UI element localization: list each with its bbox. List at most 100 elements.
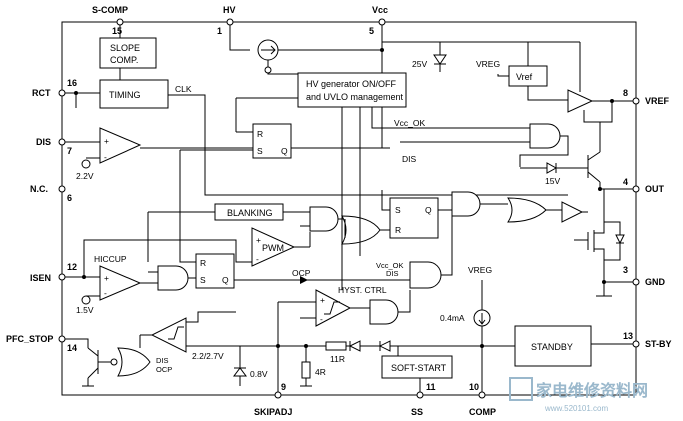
- pin-nc-number: 6: [67, 193, 72, 203]
- zener-15v-label: 15V: [545, 176, 560, 186]
- svg-text:Q: Q: [222, 275, 229, 285]
- svg-text:R: R: [395, 225, 401, 235]
- pin-hv-number: 1: [217, 26, 222, 36]
- and-gate-ff2: [451, 191, 481, 217]
- pin-rct-label: RCT: [32, 88, 51, 98]
- zener-15v: [546, 162, 558, 174]
- and-gate-shutdown: [409, 261, 442, 289]
- nor-in-ocp: OCP: [156, 365, 172, 374]
- timing-block: TIMING: [99, 79, 169, 109]
- hv-gen-line1: HV generator ON/OFF: [306, 79, 397, 89]
- svg-text:R: R: [200, 258, 206, 268]
- svg-text:S: S: [200, 275, 206, 285]
- pin-s-comp-label: S-COMP: [92, 5, 128, 15]
- output-mosfet: [587, 189, 625, 265]
- svg-text:R: R: [257, 129, 263, 139]
- pin-vref[interactable]: VREF 8: [623, 88, 670, 106]
- pin-gnd[interactable]: GND 3: [623, 265, 666, 287]
- pin-rct-number: 16: [67, 78, 77, 88]
- pin-skipadj-number: 9: [281, 382, 286, 392]
- standby-block: STANDBY: [514, 325, 592, 367]
- clk-label: CLK: [175, 84, 192, 94]
- v2227-label: 2.2/2.7V: [192, 351, 224, 361]
- slope-comp-block: SLOPE COMP.: [99, 37, 157, 69]
- pwm-comparator: + - PWM: [251, 227, 296, 267]
- blanking-block: BLANKING: [214, 203, 284, 221]
- flip-flop-3: R S Q: [195, 253, 235, 289]
- watermark: 家电维修资料网 www.520101.com: [509, 377, 648, 413]
- svg-text:Q: Q: [425, 205, 432, 215]
- pin-skipadj[interactable]: SKIPADJ 9: [254, 382, 292, 417]
- pin-skipadj-label: SKIPADJ: [254, 407, 292, 417]
- hyst-ctrl-comparator: + -: [315, 289, 352, 327]
- pin-ss[interactable]: SS 11: [411, 382, 436, 417]
- dis-signal-label: DIS: [402, 154, 417, 164]
- pin-dis[interactable]: DIS 7: [36, 137, 72, 156]
- diode-comp: [378, 340, 391, 352]
- r11-label: 11R: [330, 354, 345, 364]
- pin-vref-number: 8: [623, 88, 628, 98]
- pin-vcc-number: 5: [369, 26, 374, 36]
- pin-vcc[interactable]: Vcc 5: [369, 5, 388, 36]
- pin-rct[interactable]: RCT 16: [32, 78, 77, 98]
- pin-st-by-label: ST-BY: [645, 339, 672, 349]
- pin-vcc-label: Vcc: [372, 5, 388, 15]
- pin-dis-label: DIS: [36, 137, 51, 147]
- pin-pfc-stop[interactable]: PFC_STOP 14: [6, 334, 77, 353]
- hiccup-label: HICCUP: [94, 254, 127, 264]
- and-gate-blanking: [309, 206, 339, 232]
- pin-ss-number: 11: [426, 382, 436, 392]
- pin-s-comp-number: 15: [112, 26, 122, 36]
- dis-comparator: + -: [99, 127, 142, 164]
- pin-pfc-stop-number: 14: [67, 343, 77, 353]
- pin-comp-label: COMP: [469, 407, 496, 417]
- diode-ss: [348, 340, 361, 352]
- pwm-label: PWM: [262, 243, 284, 253]
- pin-st-by-number: 13: [623, 331, 633, 341]
- output-npn: [587, 151, 601, 183]
- blanking-label: BLANKING: [227, 208, 273, 218]
- soft-start-label: SOFT-START: [391, 363, 447, 373]
- gate-in-dis: DIS: [386, 269, 399, 278]
- pin-st-by[interactable]: ST-BY 13: [623, 331, 672, 349]
- pfc-comparator: [150, 317, 187, 353]
- svg-text:Q: Q: [281, 146, 288, 156]
- vcc-ok-label: Vcc_OK: [394, 118, 426, 128]
- soft-start-block: SOFT-START: [381, 355, 453, 379]
- pin-pfc-stop-label: PFC_STOP: [6, 334, 53, 344]
- svg-text:-: -: [104, 288, 107, 298]
- standby-label: STANDBY: [531, 342, 573, 352]
- pin-ss-label: SS: [411, 407, 423, 417]
- hv-generator-block: HV generator ON/OFF and UVLO management: [297, 72, 407, 108]
- hyst-ctrl-label: HYST. CTRL: [338, 285, 387, 295]
- pin-out[interactable]: OUT 4: [623, 177, 665, 194]
- pin-nc[interactable]: N.C. 6: [30, 184, 72, 203]
- v22-label: 2.2V: [76, 171, 94, 181]
- nor-gate-pfc: [110, 347, 151, 377]
- svg-text:S: S: [395, 205, 401, 215]
- svg-text:-: -: [256, 254, 259, 264]
- pin-s-comp[interactable]: S-COMP 15: [92, 5, 128, 36]
- zener-25v: [433, 54, 447, 65]
- pin-hv[interactable]: HV 1: [217, 5, 236, 36]
- pin-isen[interactable]: ISEN 12: [30, 262, 77, 283]
- resistor-4r: [301, 361, 311, 379]
- ocp-label: OCP: [292, 268, 311, 278]
- pin-out-number: 4: [623, 177, 628, 187]
- resistor-11r: [325, 341, 347, 351]
- svg-text:-: -: [320, 314, 323, 324]
- watermark-text: 家电维修资料网: [536, 381, 648, 400]
- flip-flop-2: S R Q: [389, 197, 439, 239]
- vreg-top-label: VREG: [476, 59, 500, 69]
- vref-block-label: Vref: [516, 72, 533, 82]
- pin-isen-number: 12: [67, 262, 77, 272]
- zener-25v-label: 25V: [412, 59, 427, 69]
- pin-gnd-number: 3: [623, 265, 628, 275]
- svg-text:S: S: [257, 146, 263, 156]
- or-gate-middle: [341, 215, 381, 245]
- zener-08v: [233, 367, 247, 377]
- hv-gen-line2: and UVLO management: [306, 92, 404, 102]
- svg-text:+: +: [104, 136, 109, 146]
- v08-label: 0.8V: [250, 369, 268, 379]
